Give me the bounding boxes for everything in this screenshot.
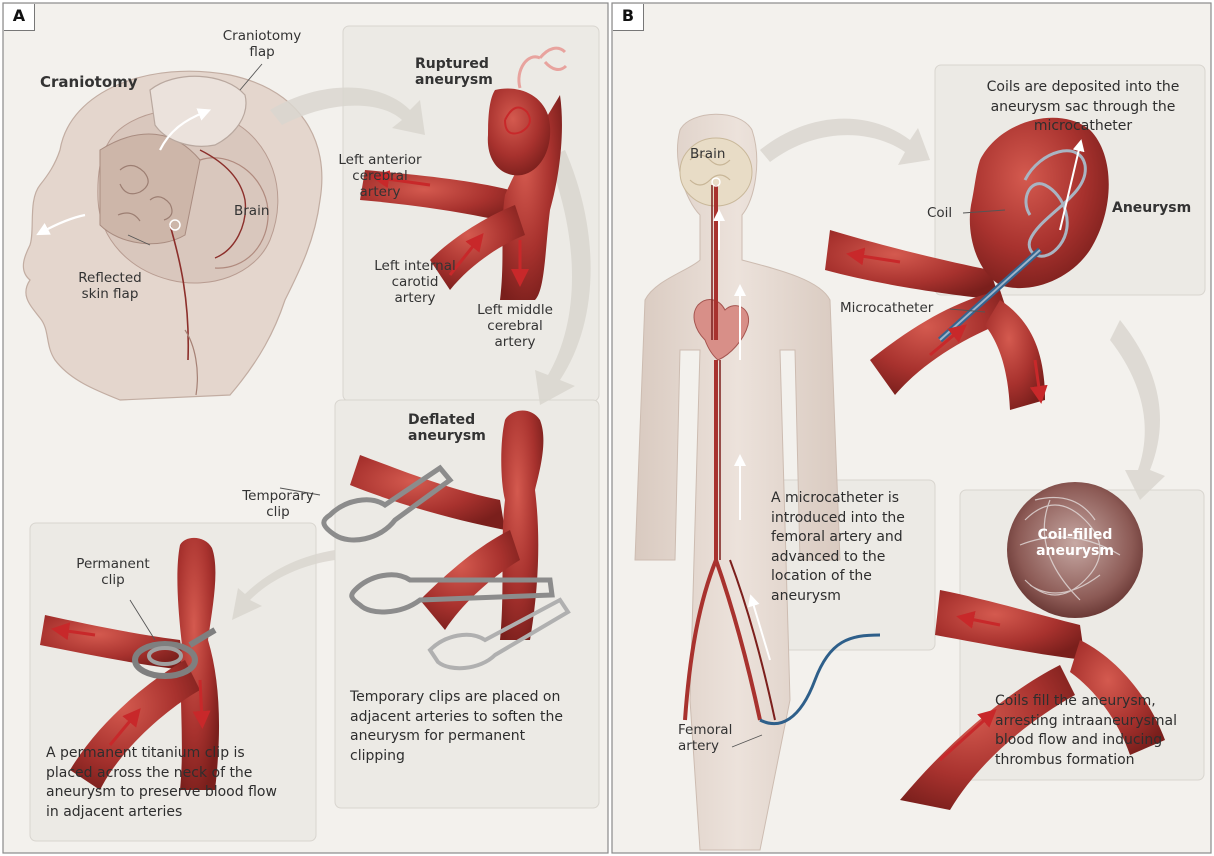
ruptured-aneurysm-label: Ruptured aneurysm: [415, 56, 493, 88]
aneurysm-label: Aneurysm: [1112, 200, 1191, 216]
coil-filled-aneurysm-label: Coil-filled aneurysm: [1030, 527, 1120, 559]
panel-a-label: A: [4, 4, 35, 31]
temporary-clip-label: Temporary clip: [228, 488, 328, 520]
microcatheter-label: Microcatheter: [840, 300, 933, 316]
panel-b-label: B: [613, 4, 644, 31]
temporary-clips-caption: Temporary clips are placed on adjacent a…: [350, 688, 563, 766]
brain-label-b: Brain: [690, 146, 725, 162]
coils-fill-caption: Coils fill the aneurysm, arresting intra…: [995, 692, 1177, 770]
left-anterior-cerebral-artery-label: Left anterior cerebral artery: [325, 152, 435, 200]
permanent-clip-caption: A permanent titanium clip is placed acro…: [46, 744, 277, 822]
brain-label-a: Brain: [234, 203, 269, 219]
microcatheter-caption: A microcatheter is introduced into the f…: [771, 489, 905, 606]
permanent-clip-label: Permanent clip: [58, 556, 168, 588]
left-middle-cerebral-artery-label: Left middle cerebral artery: [460, 302, 570, 350]
coil-label: Coil: [927, 205, 952, 221]
craniotomy-title: Craniotomy: [40, 74, 138, 90]
deflated-aneurysm-label: Deflated aneurysm: [408, 412, 486, 444]
craniotomy-flap-label: Craniotomy flap: [207, 28, 317, 60]
femoral-artery-label: Femoral artery: [678, 722, 732, 754]
reflected-skin-flap-label: Reflected skin flap: [60, 270, 160, 302]
coils-deposited-caption: Coils are deposited into the aneurysm sa…: [965, 78, 1201, 137]
left-internal-carotid-artery-label: Left internal carotid artery: [355, 258, 475, 306]
